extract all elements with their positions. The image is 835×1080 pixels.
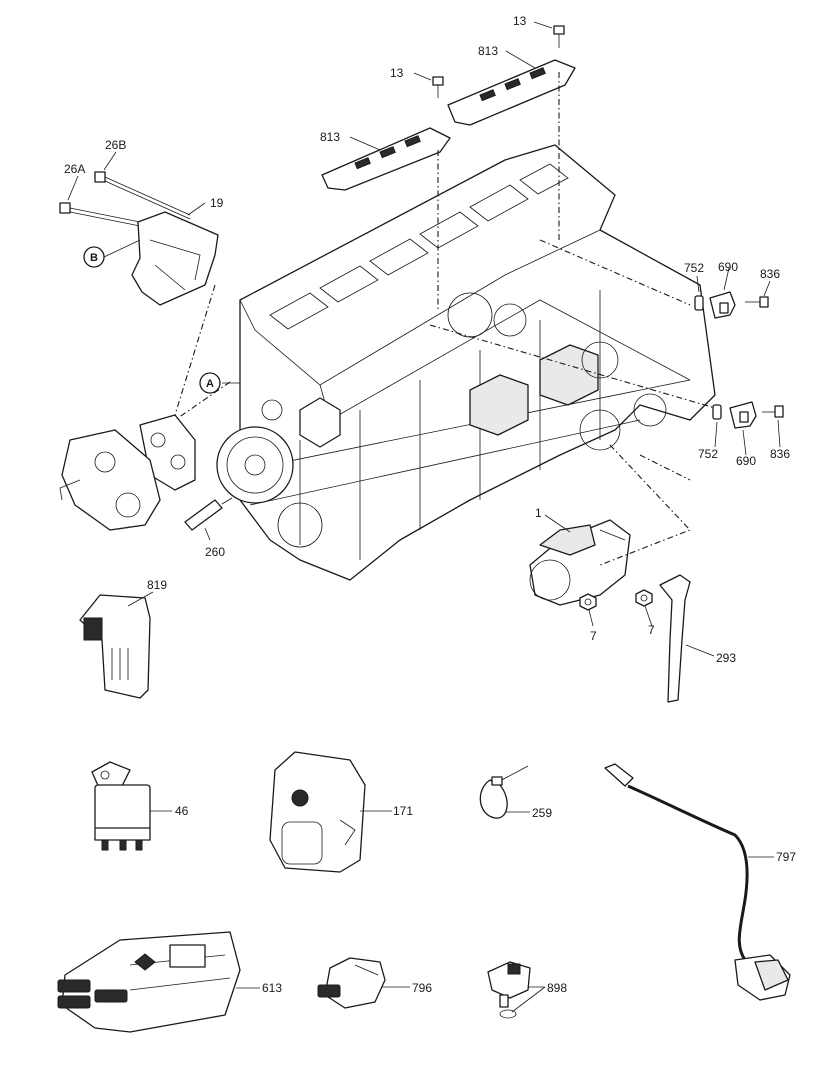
- starter-motor-1: [529, 519, 631, 606]
- label-19: 19: [210, 196, 224, 210]
- label-26a: 26A: [64, 162, 85, 176]
- relay-46: [91, 761, 151, 851]
- label-ref-a: A: [206, 378, 214, 390]
- bolt-836-bottom: [762, 405, 784, 418]
- seal-752-top: [694, 295, 704, 311]
- label-1: 1: [535, 506, 542, 520]
- label-813-left: 813: [320, 130, 340, 144]
- leader-lines: [67, 21, 781, 1013]
- harness-813-left: [321, 127, 451, 191]
- label-46: 46: [175, 804, 189, 818]
- label-293: 293: [716, 651, 736, 665]
- bolt-26a: [59, 202, 141, 227]
- reference-b-circle: [83, 246, 105, 268]
- label-796: 796: [412, 981, 432, 995]
- label-259: 259: [532, 806, 552, 820]
- sensor-898: [487, 961, 531, 1019]
- sensor-690-bottom: [729, 401, 757, 429]
- sensor-796: [317, 957, 386, 1009]
- label-171: 171: [393, 804, 413, 818]
- cable-tie-259: [479, 765, 529, 819]
- nut-7-left: [579, 593, 597, 611]
- label-613: 613: [262, 981, 282, 995]
- sensor-690-top: [709, 291, 736, 319]
- label-819: 819: [147, 578, 167, 592]
- ecu-613: [57, 931, 241, 1033]
- nut-7-right: [635, 589, 653, 607]
- module-171: [269, 751, 366, 873]
- label-260: 260: [205, 545, 225, 559]
- label-797: 797: [776, 850, 796, 864]
- label-752-bottom: 752: [698, 447, 718, 461]
- glow-plug-260: [184, 497, 233, 531]
- harness-813-top: [447, 59, 576, 126]
- label-898: 898: [547, 981, 567, 995]
- seal-752-bottom: [712, 404, 722, 420]
- temperature-probe-797: [604, 763, 791, 1001]
- fuel-pump: [59, 429, 161, 531]
- label-26b: 26B: [105, 138, 126, 152]
- label-7-right: 7: [648, 623, 655, 637]
- label-13-top: 13: [513, 14, 527, 28]
- reference-a-circle: [199, 372, 221, 394]
- bolt-13-top: [553, 25, 565, 48]
- label-752-top: 752: [684, 261, 704, 275]
- bolt-13-mid: [432, 76, 444, 98]
- bracket-19: [131, 211, 219, 306]
- engine-block: [216, 144, 716, 581]
- label-ref-b: B: [90, 252, 98, 264]
- label-7-left: 7: [590, 629, 597, 643]
- sensor-819: [79, 594, 151, 699]
- label-13-mid: 13: [390, 66, 404, 80]
- label-690-top: 690: [718, 260, 738, 274]
- bolt-26b: [94, 171, 191, 220]
- label-836-top: 836: [760, 267, 780, 281]
- bolt-836-top: [745, 296, 769, 308]
- label-813-top: 813: [478, 44, 498, 58]
- label-690-bottom: 690: [736, 454, 756, 468]
- strap-293: [659, 574, 691, 703]
- label-836-bottom: 836: [770, 447, 790, 461]
